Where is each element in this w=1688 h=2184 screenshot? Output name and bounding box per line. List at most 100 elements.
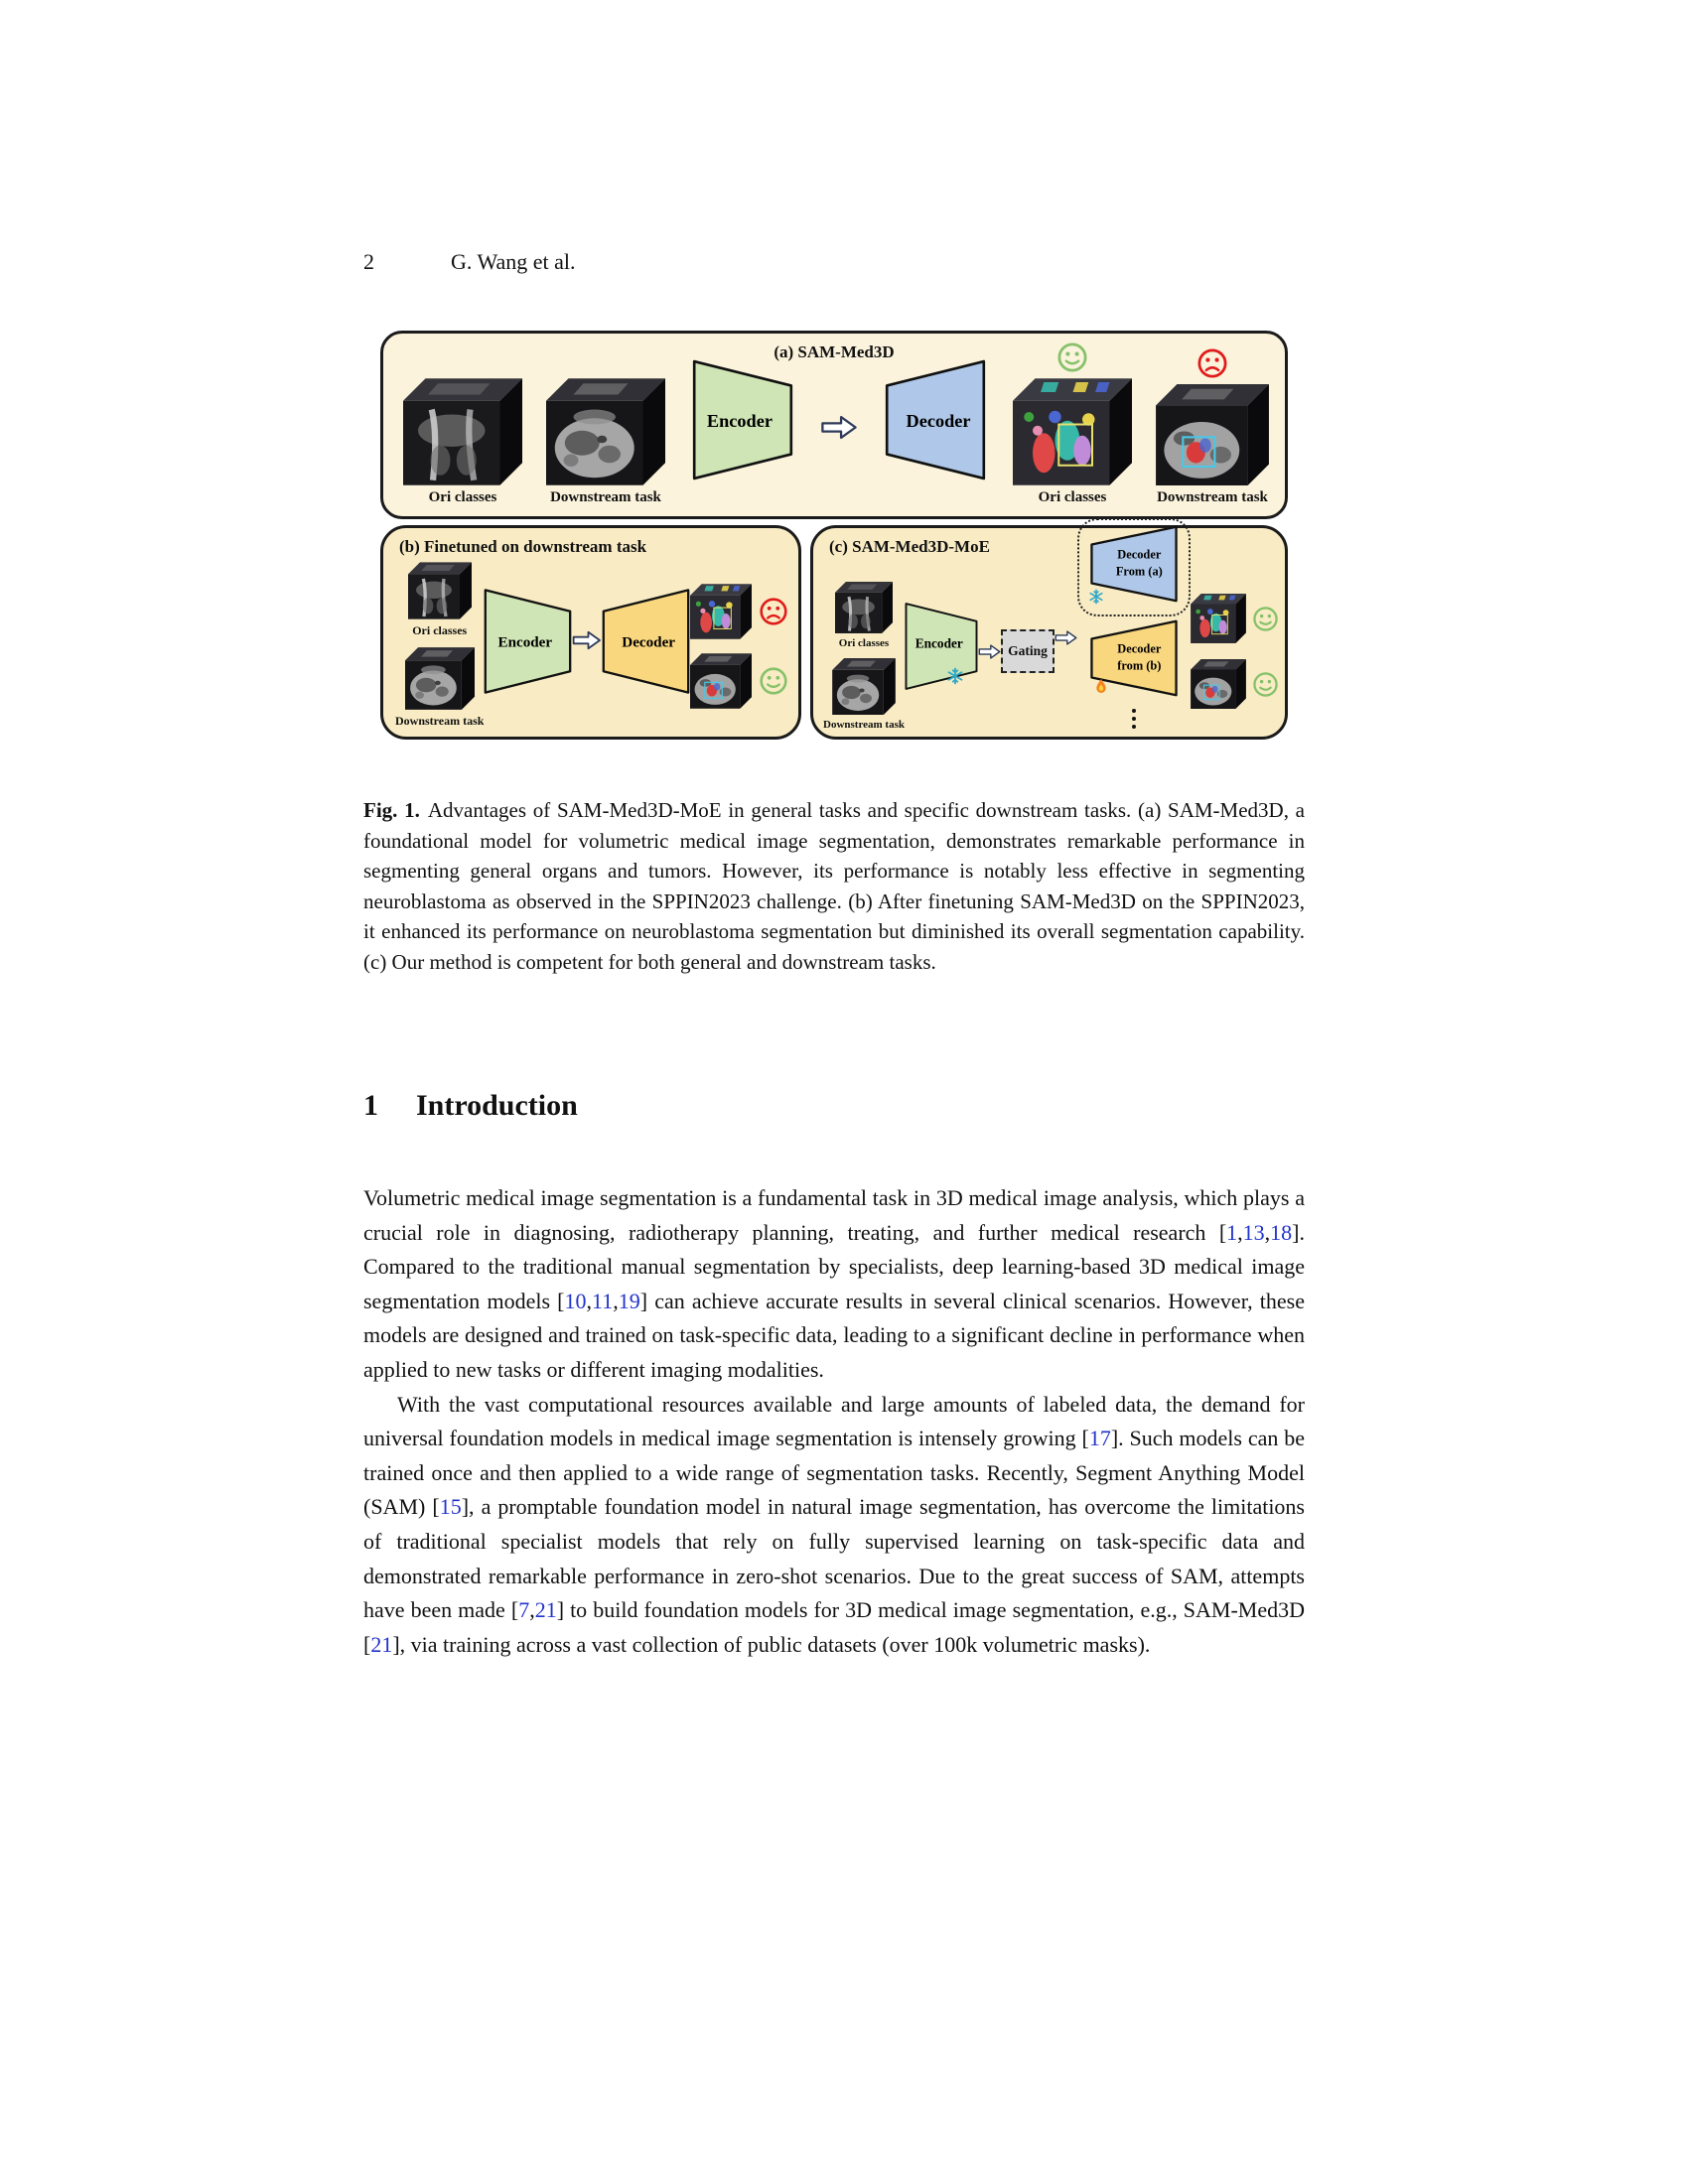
svg-text:Encoder: Encoder	[498, 634, 553, 650]
happy-face-icon	[1056, 341, 1088, 373]
frozen-encoder: Encoder	[905, 597, 978, 701]
segmented-volume-thumbnail	[1191, 594, 1246, 643]
svg-text:Encoder: Encoder	[915, 635, 963, 650]
output-volume-group: Downstream task	[1156, 347, 1269, 506]
gating-box: Gating	[1001, 629, 1055, 673]
text-segment: ] to build foundation models for 3D medi…	[363, 1597, 1306, 1657]
flow-arrow-icon	[978, 642, 1001, 661]
figure-panel-a: (a) SAM-Med3D Ori classes Downstream tas…	[380, 331, 1288, 519]
decoder-shape: Decoder	[602, 589, 690, 694]
ct-volume-thumbnail	[1191, 659, 1246, 709]
paragraph: With the vast computational resources av…	[363, 1388, 1305, 1663]
text-segment: ] can achieve accurate results in severa…	[363, 1288, 1306, 1382]
text-segment: ,	[586, 1288, 593, 1313]
volume-label: Ori classes	[412, 623, 468, 637]
happy-face-icon	[1252, 606, 1279, 632]
encoder-shape: Encoder	[485, 589, 572, 694]
ct-volume-thumbnail	[690, 653, 752, 709]
running-title: G. Wang et al.	[451, 249, 576, 274]
svg-text:Decoder: Decoder	[907, 411, 971, 431]
volume-label: Ori classes	[838, 637, 890, 649]
text-segment: ]. Compared to the traditional manual se…	[363, 1219, 1305, 1313]
output-volume-group	[690, 584, 788, 639]
citation-link[interactable]: 18	[1270, 1219, 1293, 1245]
volume-label: Downstream task	[550, 489, 661, 505]
figure-caption: Fig. 1.Advantages of SAM-Med3D-MoE in ge…	[363, 795, 1305, 978]
frozen-decoder-container: Decoder From (a)	[1077, 518, 1191, 616]
input-volume-group: Downstream task	[395, 647, 484, 729]
input-column: Ori classes Downstream task	[823, 582, 905, 731]
volume-label: Downstream task	[395, 714, 485, 728]
encoder-shape: Encoder	[692, 359, 793, 480]
body-text: Volumetric medical image segmentation is…	[363, 1181, 1305, 1662]
more-experts-ellipsis-icon	[1132, 707, 1136, 731]
citation-link[interactable]: 21	[370, 1631, 393, 1657]
text-segment: ], a promptable foundation model in natu…	[363, 1494, 1305, 1623]
citation-link[interactable]: 10	[564, 1288, 587, 1313]
sad-face-icon	[1196, 347, 1228, 379]
input-volume-group: Ori classes	[403, 378, 522, 506]
citation-link[interactable]: 17	[1088, 1426, 1111, 1451]
flow-arrow-icon	[1055, 628, 1077, 647]
flow-arrow-icon	[572, 629, 602, 651]
output-volume-group	[1191, 594, 1279, 643]
trainable-decoder-container: Decoder from (b)	[1086, 619, 1182, 702]
citation-link[interactable]: 7	[518, 1597, 530, 1623]
text-segment: ]. Such models can be trained once and t…	[363, 1426, 1305, 1520]
panel-c-title: (c) SAM-Med3D-MoE	[829, 537, 990, 556]
citation-link[interactable]: 13	[1242, 1219, 1265, 1245]
ct-volume-thumbnail	[405, 647, 475, 710]
output-volume-group	[690, 653, 788, 709]
panel-c-content: Ori classes Downstream task Encoder	[823, 518, 1279, 731]
decoder-a-shape: Decoder From (a)	[1090, 525, 1178, 603]
input-volume-group: Downstream task	[823, 658, 905, 731]
text-segment: ,	[529, 1597, 535, 1623]
ct-volume-thumbnail	[835, 582, 893, 633]
svg-text:From (a): From (a)	[1116, 565, 1163, 579]
text-segment: ,	[1237, 1219, 1243, 1245]
citation-link[interactable]: 19	[618, 1288, 640, 1313]
svg-text:Decoder: Decoder	[622, 634, 675, 650]
panel-a-content: Ori classes Downstream task Encoder Deco…	[403, 341, 1269, 506]
input-volume-group: Ori classes	[835, 582, 893, 649]
decoder-shape: Decoder	[885, 359, 986, 480]
svg-text:from (b): from (b)	[1117, 659, 1161, 673]
svg-text:Encoder: Encoder	[707, 411, 773, 431]
running-head: 2 G. Wang et al.	[363, 249, 1305, 275]
input-volume-group: Ori classes	[408, 562, 472, 638]
figure-panel-c: (c) SAM-Med3D-MoE Ori classes Downstream…	[810, 518, 1288, 740]
paragraph: Volumetric medical image segmentation is…	[363, 1181, 1305, 1388]
figure-caption-label: Fig. 1.	[363, 798, 420, 822]
output-column	[1191, 594, 1279, 709]
text-segment: ,	[613, 1288, 619, 1313]
snowflake-icon	[1088, 589, 1104, 605]
section-title: Introduction	[416, 1089, 578, 1122]
output-volume-group	[1191, 659, 1279, 709]
panel-a-title: (a) SAM-Med3D	[774, 342, 895, 361]
figure-panel-b: (b) Finetuned on downstream task Ori cla…	[380, 525, 801, 740]
output-volume-group: Ori classes	[1013, 341, 1132, 506]
citation-link[interactable]: 21	[534, 1597, 557, 1623]
citation-link[interactable]: 1	[1226, 1219, 1238, 1245]
volume-label: Downstream task	[1157, 489, 1268, 505]
citation-link[interactable]: 15	[439, 1494, 462, 1520]
svg-text:Decoder: Decoder	[1117, 642, 1162, 656]
encoder-shape: Encoder	[905, 603, 978, 690]
happy-face-icon	[1252, 671, 1279, 698]
volume-label: Downstream task	[823, 719, 905, 731]
input-volume-group: Downstream task	[546, 378, 665, 506]
segmented-volume-thumbnail	[1013, 378, 1132, 485]
ct-volume-thumbnail	[546, 378, 665, 485]
ct-volume-thumbnail	[403, 378, 522, 485]
citation-link[interactable]: 11	[592, 1288, 614, 1313]
flame-icon	[1093, 678, 1109, 694]
panel-b-content: Ori classes Downstream task Encoder	[395, 562, 788, 729]
happy-face-icon	[759, 666, 788, 696]
section-number: 1	[363, 1089, 378, 1122]
svg-text:Decoder: Decoder	[1117, 548, 1162, 562]
text-segment: ], via training across a vast collection…	[392, 1631, 1151, 1657]
text-segment: ,	[1264, 1219, 1271, 1245]
ct-volume-thumbnail	[1156, 384, 1269, 485]
sad-face-icon	[759, 597, 788, 626]
